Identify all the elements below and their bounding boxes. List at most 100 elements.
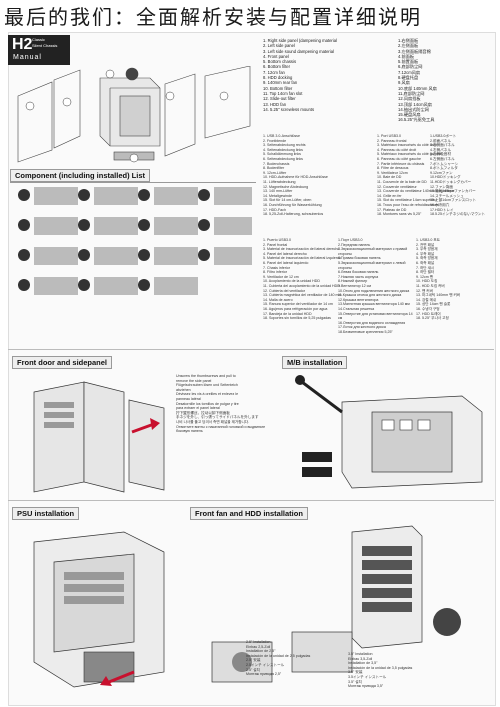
parts-list-item: 7. Bodenchassis: [263, 161, 290, 166]
parts-list-item: 5.左側吸音材: [430, 152, 451, 157]
parts-list-item: 11.底部防尘网: [398, 90, 425, 96]
parts-list-item: 3. Left side sound dampening material: [263, 48, 334, 54]
parts-list-item: 12.风扇挡板: [398, 96, 421, 102]
parts-list-item: 9.Вентилятор 12 см: [338, 283, 371, 288]
parts-list-item: 8.Нижний фильтр: [338, 279, 368, 284]
instruction-line: 拧下翼形螺丝，拉动以卸下侧面板: [176, 410, 230, 415]
instruction-line: Einbau 2,5-Zoll: [246, 644, 271, 649]
parts-list-item: 11. Top 14cm fan slot: [263, 90, 303, 96]
parts-list-item: 4. Seitenabdeckung links: [263, 147, 303, 152]
parts-list-item: 9. Ventilador de 12 cm: [263, 274, 299, 279]
mb-installation-illustration: [295, 375, 483, 489]
instruction-line: 3.5" 安装: [348, 670, 363, 675]
parts-list-item: 1. USB3.0 포트: [416, 238, 440, 242]
parts-list-item: 11. Lüfterabdeckung: [263, 179, 296, 184]
parts-list-item: 1.USB3.0ポート: [430, 134, 457, 138]
parts-list-item: 5. Material de insonorización del latera…: [263, 256, 341, 261]
parts-list-item: 11.Крышка отсека для жесткого диска: [338, 293, 402, 298]
instruction-line: Desatornille los tornillos de pulgar y t…: [176, 401, 239, 406]
parts-list-item: 5. 좌측 방음재: [416, 256, 438, 261]
parts-list-item: 2. Panel frontal: [263, 242, 288, 247]
parts-list-item: 10. HDD-Aufnahme für HDD-Anschlüsse: [263, 175, 328, 180]
parts-list-item: 13. Cubierta magnética del ventilador de…: [263, 293, 342, 298]
divider-1: [8, 349, 494, 350]
parts-list-item: 14. Malla de acero: [263, 297, 293, 302]
parts-list-item: 4. Panel del lateral derecho: [263, 251, 307, 256]
parts-list-item: 5.Звукоизоляционный материал с левой сто…: [338, 260, 406, 270]
parts-list-item: 15.硬盘风扇: [398, 112, 421, 118]
parts-list-item: 13.顶部 14cm风扇: [398, 101, 432, 107]
instruction-line: Instalación de la unidad de 3,5 pulgadas: [348, 665, 413, 670]
parts-list-item: 12. Slide-out filter: [263, 96, 296, 102]
parts-list-item: 6. Panel del lateral izquierdo: [263, 260, 309, 265]
parts-list-item: 9. Ventilateur 12cm: [377, 170, 408, 175]
section-psu-installation: PSU installation: [12, 507, 80, 520]
parts-list-item: 12.ファン背面: [430, 184, 453, 189]
instruction-line: 나비 나사를 풀고 당겨서 측면 패널을 제거합니다.: [176, 419, 250, 424]
instruction-line: Монтаж привода 3,5": [348, 684, 384, 689]
parts-list-item: 8. 하단 필터: [416, 270, 435, 275]
parts-list-item: 14. Metallgewinde: [263, 193, 292, 198]
parts-list-item: 16.Отверстия для водяного охлаждения: [338, 320, 406, 325]
instruction-line: 3.5" Installation: [348, 652, 373, 656]
parts-list-item: 10. Bottom filter: [263, 85, 293, 91]
parts-list-item: 9. 140mm rear fan: [263, 80, 298, 86]
parts-list-item: 12. Magnetische Abdeckung: [263, 184, 309, 189]
parts-list-item: 4.Правая боковая панель: [338, 256, 381, 261]
parts-list-item: 15. Slot für 14 cm-Lüfter, oben: [263, 198, 312, 203]
parts-list-item: 14. 강철 메쉬: [416, 297, 437, 302]
parts-list-item: 10. HDD 도킹: [416, 279, 438, 284]
parts-list-item: 17. Bandeja de la unidad HDD: [263, 311, 312, 316]
instruction-line: 2.5インチ インストール: [246, 662, 285, 667]
parts-list-item: 1.右侧面板: [398, 38, 419, 43]
parts-list-item: 7. Partie inférieure du châssis: [377, 161, 425, 166]
instruction-line: 3.5" 설치: [348, 679, 362, 684]
parts-list-item: 12. Couvercle ventilateur: [377, 184, 417, 189]
parts-list-item: 10. Baie de DD: [377, 175, 402, 180]
parts-list-item: 4.右側パネル: [430, 147, 451, 152]
parts-list-item: 7. 하단 섀시: [416, 265, 435, 270]
instruction-line: Отвинтите винты с накатанной головкой и …: [176, 424, 266, 434]
instruction-line: para extraer el panel lateral: [176, 406, 220, 411]
component-list-title: Component (including installed) List: [10, 169, 150, 182]
page-title: 最后的我们：全面解析安装与配置详细说明: [4, 5, 422, 29]
parts-list-item: 8.硬盘托盘: [398, 75, 419, 81]
parts-list-item: 17.Лоток для жесткого диска: [338, 325, 386, 330]
parts-list-item: 14.Стальная решетка: [338, 306, 375, 311]
parts-list-item: 7.Нижняя часть корпуса: [338, 274, 379, 279]
parts-list-item: 2. 전면 패널: [416, 242, 435, 247]
parts-list-item: 4. Front panel: [263, 53, 289, 59]
parts-list-item: 18. 5.25" 무나사 고정: [416, 316, 449, 321]
logo-model: H2: [12, 36, 33, 53]
parts-list-item: 11. Cubierta del acoplamiento de la unid…: [263, 283, 340, 288]
parts-list-item: 12.Крышка вентилятора: [338, 297, 379, 302]
manual-logo: H2 Classic Silent Chassis Manual: [8, 35, 70, 65]
parts-list-item: 18. Soportes sin tornillos de 5,25 pulga…: [263, 316, 331, 321]
parts-list-item: 2. Panneau frontal: [377, 138, 407, 143]
instruction-line: Instalación de la unidad de 2,5 pulgadas: [246, 653, 311, 658]
parts-list-item: 18. Montures sans vis 5,25": [377, 212, 422, 217]
instruction-line: abziehen: [176, 387, 191, 392]
instruction-line: Flügelschrauben lösen und Seitenteich: [176, 383, 238, 388]
parts-list-item: 7. 12cm fan: [263, 69, 285, 75]
parts-list-item: 4.前面板: [398, 53, 415, 59]
parts-list-item: 6. Panneau du côté gauche: [377, 156, 421, 161]
parts-list-item: 8. Filtro inferior: [263, 270, 287, 275]
instruction-line: Installation de 3,5": [348, 661, 378, 666]
parts-list-item: 18.5.25インチネジのないマウント: [430, 212, 486, 217]
parts-list-item: 13.磁気140mmファンカバー: [430, 189, 476, 194]
parts-list-item: 2. Left side panel: [263, 43, 295, 49]
parts-list-item: 12. Cubierta del ventilador: [263, 288, 305, 293]
parts-list-item: 1. Puerto USB3.0: [263, 238, 291, 242]
parts-list-item: 6. Seitenabdeckung links: [263, 156, 303, 161]
parts-list-item: 15. Slot du ventilateur 14cm supérieur: [377, 198, 438, 203]
section-front-door: Front door and sidepanel: [12, 356, 113, 369]
logo-manual-word: Manual: [13, 54, 42, 61]
